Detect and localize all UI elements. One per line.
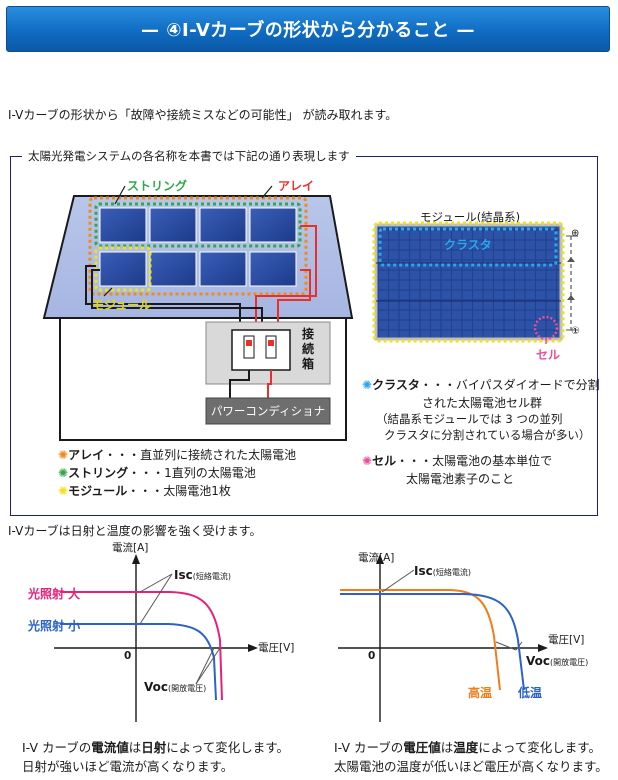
curve-high-temp (340, 589, 501, 691)
curve-low-irradiance (60, 623, 217, 701)
sun-icon: ✺ (58, 448, 69, 462)
section-banner: — ④I-Vカーブの形状から分かること — (6, 6, 610, 52)
iv-chart-temperature (338, 554, 548, 722)
panel-row-1 (99, 207, 297, 243)
legend-module: ✺モジュール・・・太陽電池1枚 (58, 484, 231, 498)
intro-text: I-Vカーブの形状から「故障や接続ミスなどの可能性」 が読み取れます。 (8, 108, 398, 122)
chart2-voc: Voc(開放電圧) (526, 654, 589, 668)
caption-temperature: I-V カーブの電圧値は温度によって変化します。 太陽電池の温度が低いほど電圧が… (334, 740, 608, 774)
legend-string: ✺ストリング・・・1直列の太陽電池 (58, 466, 256, 480)
chart2-ylabel: 電流[A] (358, 552, 395, 564)
power-conditioner-label: パワーコンディショナ (210, 404, 326, 418)
chart2-high-label: 高温 (468, 686, 493, 700)
chart2-xlabel: 電圧[V] (548, 634, 585, 646)
cluster-note: ✺クラスタ・・・バイパスダイオードで分割 (362, 378, 600, 392)
chart1-low-label: 光照射 小 (28, 619, 81, 633)
power-conditioner-box (205, 397, 331, 425)
chart1-origin: 0 (124, 650, 132, 662)
junction-box-label: 接続箱 (302, 327, 315, 371)
module-label: モジュール (92, 298, 152, 312)
section2-text: I-Vカーブは日射と温度の影響を強く受けます。 (8, 524, 262, 538)
module-title: モジュール(結晶系) (420, 210, 521, 224)
legend-array: ✺アレイ・・・直並列に接続された太陽電池 (58, 448, 297, 462)
sun-icon: ✺ (362, 378, 373, 392)
cluster-outline (378, 227, 558, 267)
crystal-module (374, 223, 563, 341)
plus-terminal: ⊕ (571, 228, 580, 239)
frame-label: 太陽光発電システムの各名称を本書では下記の通り表現します (22, 148, 356, 164)
sun-icon: ✺ (58, 484, 69, 498)
banner-title: — ④I-Vカーブの形状から分かること — (141, 20, 475, 41)
chart1-high-label: 光照射 大 (28, 587, 81, 601)
chart1-isc: Isc(短絡電流) (174, 568, 231, 582)
curve-low-temp (340, 593, 525, 691)
chart1-ylabel: 電流[A] (112, 542, 149, 554)
caption-irradiance: I-V カーブの電流値は日射によって変化します。 日射が強いほど電流が高くなりま… (22, 740, 290, 774)
cell-note-line2: 太陽電池素子のこと (406, 472, 515, 486)
array-label: アレイ (278, 179, 315, 193)
chart2-origin: 0 (368, 650, 376, 662)
cell-note: ✺セル・・・太陽電池の基本単位で (362, 454, 553, 468)
minus-terminal: ① (571, 326, 580, 337)
panel-row-2 (99, 251, 297, 287)
curve-high-irradiance (60, 591, 223, 701)
chart2-isc: Isc(短絡電流) (414, 564, 471, 578)
iv-chart-irradiance (54, 554, 258, 722)
string-label: ストリング (127, 179, 188, 193)
cluster-label: クラスタ (444, 238, 492, 252)
system-diagram (42, 185, 578, 441)
cluster-note-line4: クラスタに分割されている場合が多い） (384, 428, 591, 442)
chart2-low-label: 低温 (518, 686, 543, 700)
chart1-xlabel: 電圧[V] (258, 642, 295, 654)
cluster-note-line2: された太陽電池セル群 (422, 396, 543, 410)
cell-label: セル (536, 348, 561, 362)
sun-icon: ✺ (58, 466, 69, 480)
array-outline (88, 196, 308, 296)
module-outline-2 (372, 221, 565, 343)
sun-icon: ✺ (362, 454, 373, 468)
string-outline (94, 202, 302, 248)
cluster-note-line3: （結晶系モジュールでは 3 つの並列 (376, 412, 563, 426)
chart1-voc: Voc(開放電圧) (144, 680, 207, 694)
